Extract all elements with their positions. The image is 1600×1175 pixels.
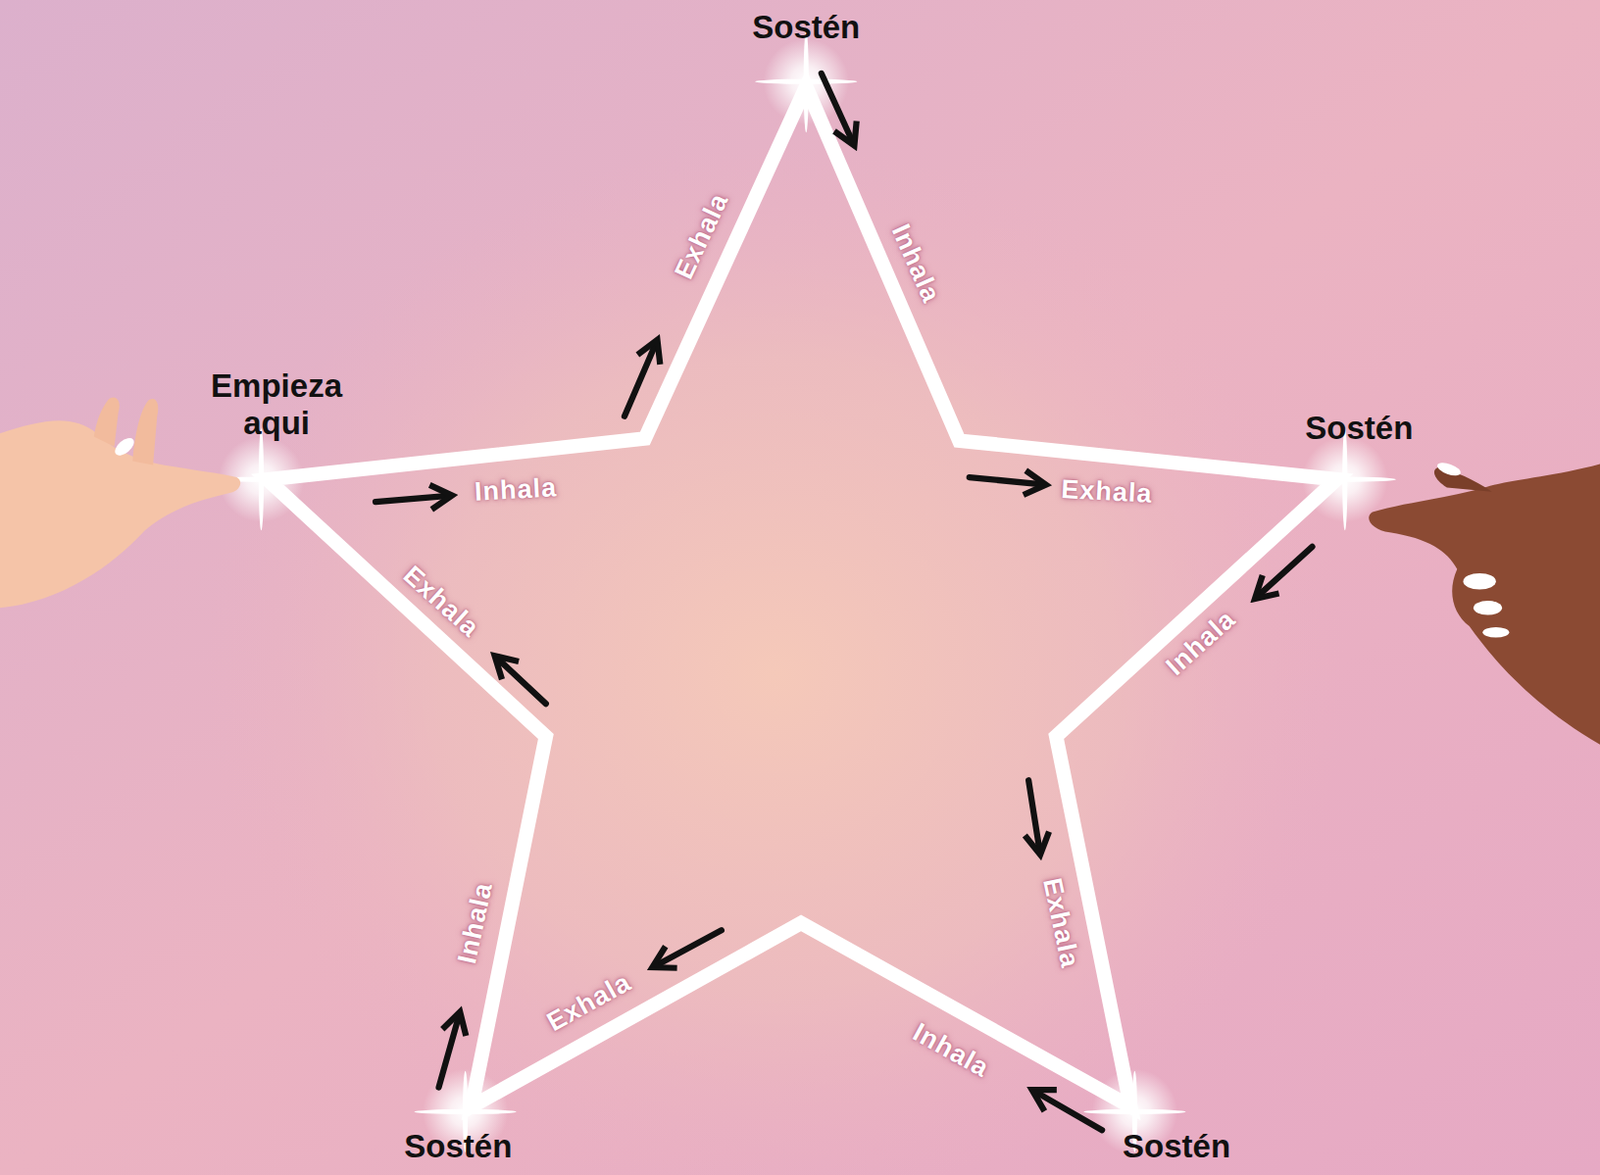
- breath-label: Exhala: [397, 559, 486, 644]
- nail: [111, 435, 138, 459]
- direction-arrow: [1028, 780, 1040, 852]
- direction-arrow: [969, 477, 1044, 485]
- start-label: Empieza aqui: [191, 367, 363, 443]
- star-outline: [267, 86, 1338, 1107]
- nail: [1473, 600, 1502, 616]
- hold-label: Sostén: [751, 8, 860, 47]
- direction-arrow: [1256, 547, 1312, 598]
- thumb: [94, 398, 120, 448]
- left-hand: [0, 398, 241, 609]
- breath-label: Exhala: [1037, 875, 1087, 971]
- sparkles: [209, 30, 1396, 1155]
- center-glow: [203, 143, 1348, 1175]
- breath-label: Exhala: [1060, 474, 1154, 510]
- direction-arrow: [821, 73, 853, 144]
- nail: [1463, 573, 1497, 591]
- direction-arrow: [654, 930, 722, 966]
- hand: [0, 420, 241, 608]
- breath-label: Inhala: [907, 1017, 996, 1085]
- right-hand: [1368, 460, 1600, 746]
- hold-label: Sostén: [1304, 409, 1413, 448]
- direction-arrow: [439, 1015, 460, 1089]
- hand: [1368, 464, 1600, 746]
- direction-arrow: [375, 496, 450, 502]
- breath-label: Inhala: [473, 472, 558, 507]
- breath-label: Exhala: [541, 967, 636, 1039]
- hold-label: Sostén: [1122, 1128, 1231, 1166]
- finger: [132, 399, 158, 466]
- direction-arrows: [375, 73, 1312, 1131]
- breath-label: Inhala: [451, 880, 500, 968]
- nail: [1435, 460, 1462, 479]
- direction-arrow: [497, 657, 547, 704]
- breath-label: Inhala: [884, 219, 947, 307]
- direction-arrow: [1034, 1092, 1102, 1132]
- hold-label: Sostén: [403, 1128, 512, 1166]
- breath-label: Inhala: [1159, 603, 1242, 682]
- nail: [1482, 627, 1509, 638]
- direction-arrow: [624, 343, 656, 417]
- breath-label: Exhala: [668, 189, 735, 285]
